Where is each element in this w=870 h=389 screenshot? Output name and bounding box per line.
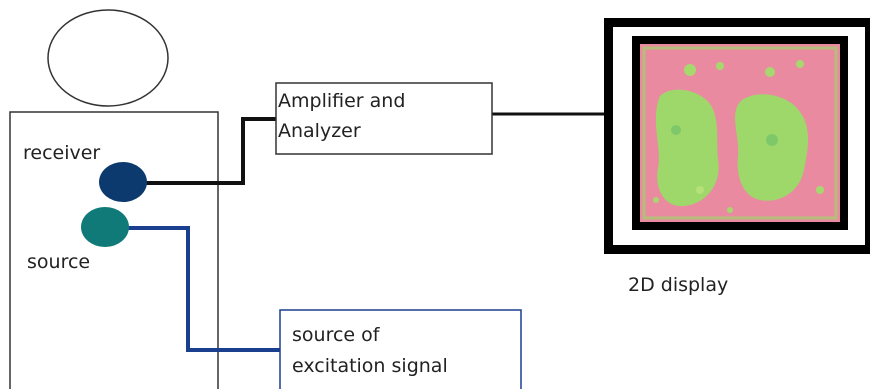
source-label: source bbox=[27, 251, 91, 273]
receiver-icon bbox=[99, 162, 147, 202]
body-outline bbox=[9, 111, 219, 389]
amplifier-box bbox=[275, 82, 493, 155]
receiver-label: receiver bbox=[23, 142, 101, 164]
display-label: 2D display bbox=[628, 274, 729, 296]
amplifier-label-line2: Analyzer bbox=[278, 120, 361, 142]
2d-thermal-image-icon bbox=[640, 44, 840, 222]
excitation-label-line1: source of bbox=[292, 324, 380, 346]
excitation-label-line2: excitation signal bbox=[292, 355, 448, 377]
head-outline bbox=[47, 9, 169, 107]
excitation-box bbox=[279, 309, 522, 389]
source-icon bbox=[81, 207, 129, 247]
amplifier-label-line1: Amplifier and bbox=[278, 90, 406, 112]
source-cable bbox=[128, 226, 280, 352]
receiver-cable bbox=[138, 117, 276, 185]
